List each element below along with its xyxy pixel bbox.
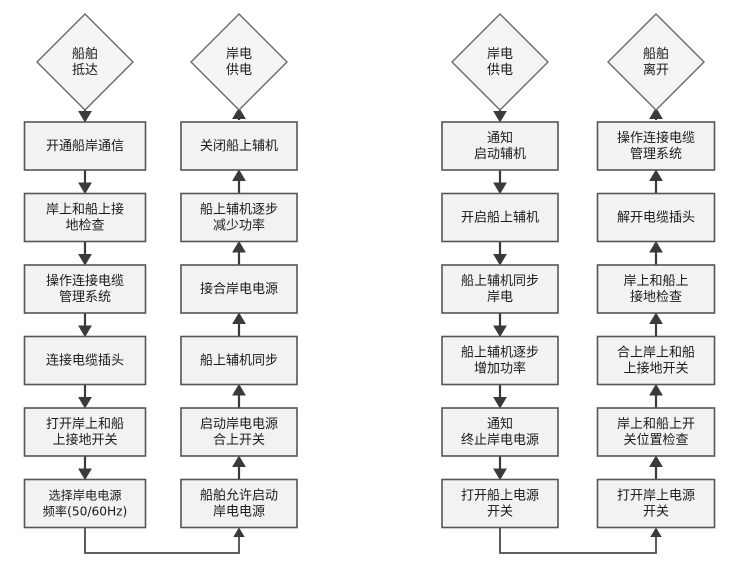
flowchart-edges xyxy=(77,107,664,554)
terminator-col-2 xyxy=(190,13,288,111)
process-box-label: 通知启动辅机 xyxy=(474,130,526,162)
process-box-label: 打开船上电源开关 xyxy=(461,488,539,519)
process-box-label: 启动岸电电源合上开关 xyxy=(200,417,278,448)
process-box xyxy=(596,335,716,386)
process-box-label: 岸上和船上接地检查 xyxy=(623,274,688,305)
process-box xyxy=(441,121,559,171)
process-box-label: 打开岸上和船上接地开关 xyxy=(46,417,124,448)
process-box-label: 船上辅机逐步减少功率 xyxy=(200,202,278,233)
process-box xyxy=(23,192,147,243)
connector-right xyxy=(499,527,662,554)
process-box xyxy=(596,478,716,529)
process-box-label: 关闭船上辅机 xyxy=(200,139,278,154)
process-box-label: 操作连接电缆管理系统 xyxy=(46,273,124,305)
process-box-label: 船上辅机逐步增加功率 xyxy=(461,345,539,376)
process-box xyxy=(441,407,559,457)
process-box-label: 通知终止岸电电源 xyxy=(461,416,539,448)
process-box xyxy=(180,264,298,314)
process-box xyxy=(180,478,298,529)
terminator-col-4 xyxy=(607,13,705,111)
process-box xyxy=(23,478,147,529)
process-box xyxy=(23,264,147,314)
process-box-label: 合上岸上和船上接地开关 xyxy=(617,345,695,376)
connector-left xyxy=(84,527,245,554)
process-box xyxy=(23,121,147,171)
process-box xyxy=(180,407,298,457)
process-box-label: 操作连接电缆管理系统 xyxy=(617,130,695,162)
process-box-label: 打开岸上电源开关 xyxy=(617,488,695,519)
process-box-label: 选择岸电电源频率(50/60Hz) xyxy=(43,488,128,518)
process-box xyxy=(596,264,716,314)
process-box-label: 船舶允许启动岸电电源 xyxy=(200,487,278,519)
process-box xyxy=(596,121,716,171)
process-box xyxy=(441,335,559,386)
terminator-label-col-1: 船舶抵达 xyxy=(72,46,98,78)
process-box-label: 解开电缆插头 xyxy=(617,209,695,225)
process-box-label: 岸上和船上接地检查 xyxy=(46,201,124,233)
process-box xyxy=(23,335,147,386)
process-box xyxy=(180,121,298,171)
process-box xyxy=(23,407,147,457)
process-box xyxy=(441,264,559,314)
process-box-label: 连接电缆插头 xyxy=(46,352,124,368)
process-box xyxy=(441,478,559,529)
flowchart-nodes: 船舶抵达开通船岸通信岸上和船上接地检查操作连接电缆管理系统连接电缆插头打开岸上和… xyxy=(23,13,716,529)
process-box-label: 开启船上辅机 xyxy=(461,210,539,225)
process-box-label: 岸上和船上开关位置检查 xyxy=(617,417,695,448)
process-box-label: 接合岸电电源 xyxy=(200,281,278,297)
terminator-label-col-4: 船舶离开 xyxy=(643,46,669,78)
terminator-col-1 xyxy=(36,13,134,111)
process-box xyxy=(441,192,559,243)
process-box xyxy=(596,407,716,457)
process-box-label: 开通船岸通信 xyxy=(46,139,124,154)
terminator-label-col-2: 岸电供电 xyxy=(226,47,252,78)
process-box-label: 船上辅机同步岸电 xyxy=(461,274,539,305)
process-box xyxy=(180,335,298,386)
process-box xyxy=(596,192,716,243)
process-box-label: 船上辅机同步 xyxy=(200,353,278,368)
process-box xyxy=(180,192,298,243)
terminator-col-3 xyxy=(451,13,549,111)
terminator-label-col-3: 岸电供电 xyxy=(487,47,513,78)
